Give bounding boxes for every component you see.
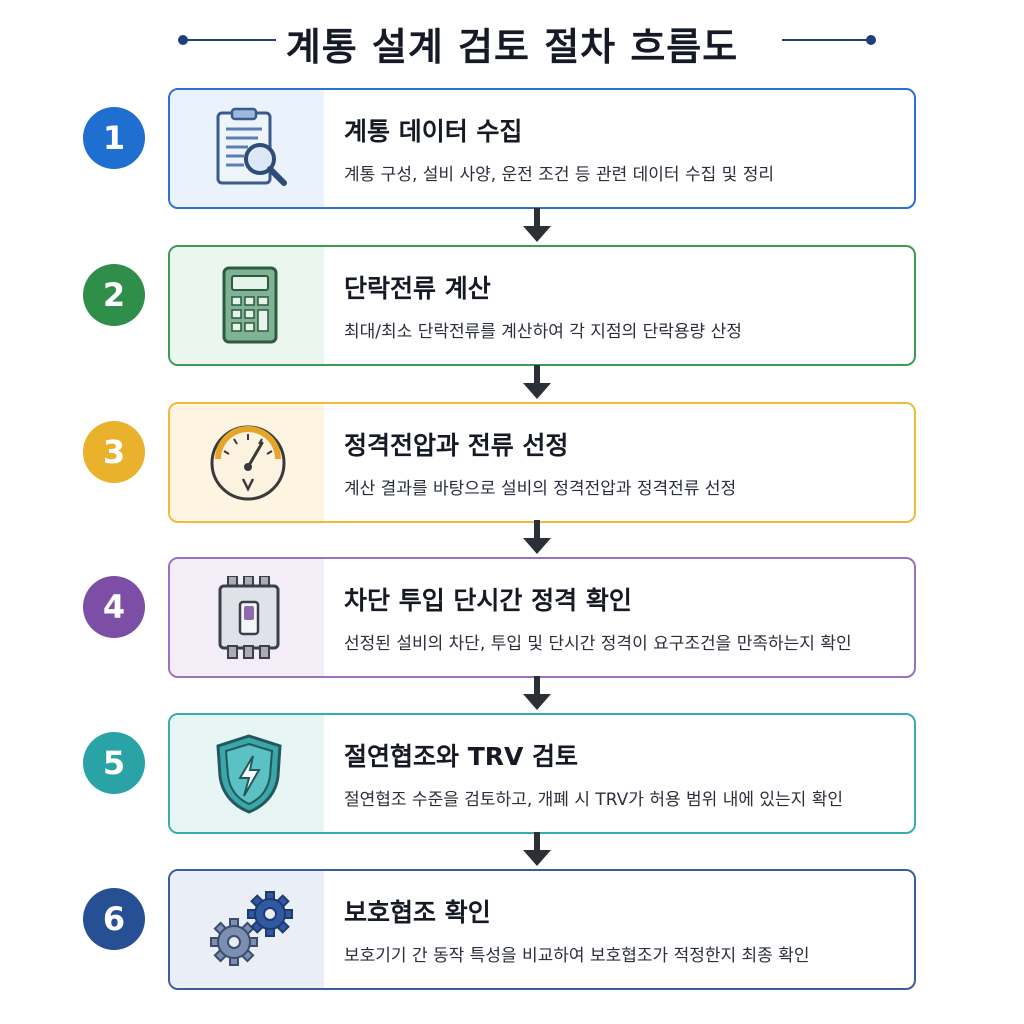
header: 계통 설계 검토 절차 흐름도 [0, 12, 1024, 69]
icon-panel [170, 404, 324, 521]
down-arrow-icon [523, 208, 551, 242]
step-title: 단락전류 계산 [344, 274, 491, 303]
title-left-dot [178, 35, 188, 45]
step-2: 2 단락전류 계산 최대/최소 단락전류를 계산하여 각 지점의 단락용량 산정 [0, 245, 1024, 366]
page-title: 계통 설계 검토 절차 흐름도 [285, 25, 739, 69]
step-5: 5 절연협조와 TRV 검토 절연협조 수준을 검토하고, 개폐 시 TRV가 … [0, 713, 1024, 834]
title-right-line [782, 39, 870, 41]
shield-lightning-icon [216, 734, 282, 814]
icon-panel [170, 559, 324, 676]
step-title: 보호협조 확인 [344, 898, 491, 927]
step-number-badge: 4 [83, 576, 145, 638]
step-description: 최대/최소 단락전류를 계산하여 각 지점의 단락용량 산정 [344, 322, 742, 342]
step-card: 절연협조와 TRV 검토 절연협조 수준을 검토하고, 개폐 시 TRV가 허용… [168, 713, 916, 834]
step-card: 계통 데이터 수집 계통 구성, 설비 사양, 운전 조건 등 관련 데이터 수… [168, 88, 916, 209]
calculator-icon [222, 266, 278, 344]
circuit-breaker-icon [218, 576, 280, 659]
step-card: 차단 투입 단시간 정격 확인 선정된 설비의 차단, 투입 및 단시간 정격이… [168, 557, 916, 678]
step-4: 4 차단 투입 단시간 정격 확인 선정된 설비의 차단, 투입 및 단시간 정… [0, 557, 1024, 678]
icon-panel [170, 90, 324, 207]
step-number-badge: 1 [83, 107, 145, 169]
down-arrow-icon [523, 832, 551, 866]
step-number-badge: 3 [83, 421, 145, 483]
step-title: 정격전압과 전류 선정 [344, 431, 569, 460]
step-title: 계통 데이터 수집 [344, 117, 523, 146]
down-arrow-icon [523, 676, 551, 710]
step-number-badge: 5 [83, 732, 145, 794]
step-title: 절연협조와 TRV 검토 [344, 742, 579, 771]
step-number-badge: 6 [83, 888, 145, 950]
step-description: 보호기기 간 동작 특성을 비교하여 보호협조가 적정한지 최종 확인 [344, 946, 810, 966]
step-6: 6 [0, 869, 1024, 990]
down-arrow-icon [523, 365, 551, 399]
title-right-dot [866, 35, 876, 45]
icon-panel [170, 247, 324, 364]
icon-panel [170, 871, 324, 988]
step-card: 보호협조 확인 보호기기 간 동작 특성을 비교하여 보호협조가 적정한지 최종… [168, 869, 916, 990]
clipboard-magnifier-icon [216, 107, 287, 186]
step-card: 정격전압과 전류 선정 계산 결과를 바탕으로 설비의 정격전압과 정격전류 선… [168, 402, 916, 523]
step-number-badge: 2 [83, 264, 145, 326]
step-description: 절연협조 수준을 검토하고, 개폐 시 TRV가 허용 범위 내에 있는지 확인 [344, 790, 843, 810]
step-description: 계산 결과를 바탕으로 설비의 정격전압과 정격전류 선정 [344, 479, 737, 499]
gears-icon [210, 891, 293, 966]
voltmeter-gauge-icon [210, 425, 286, 501]
icon-panel [170, 715, 324, 832]
step-title: 차단 투입 단시간 정격 확인 [344, 586, 632, 615]
title-left-line [186, 39, 276, 41]
step-description: 계통 구성, 설비 사양, 운전 조건 등 관련 데이터 수집 및 정리 [344, 165, 774, 185]
step-description: 선정된 설비의 차단, 투입 및 단시간 정격이 요구조건을 만족하는지 확인 [344, 634, 852, 654]
step-3: 3 정격전압과 전류 선정 계산 결과를 바탕으로 설비의 정격전압과 정격전류… [0, 402, 1024, 523]
down-arrow-icon [523, 520, 551, 554]
step-1: 1 계통 데이터 수집 계통 구성, 설비 사양, 운전 조건 등 관련 데이터… [0, 88, 1024, 209]
step-card: 단락전류 계산 최대/최소 단락전류를 계산하여 각 지점의 단락용량 산정 [168, 245, 916, 366]
